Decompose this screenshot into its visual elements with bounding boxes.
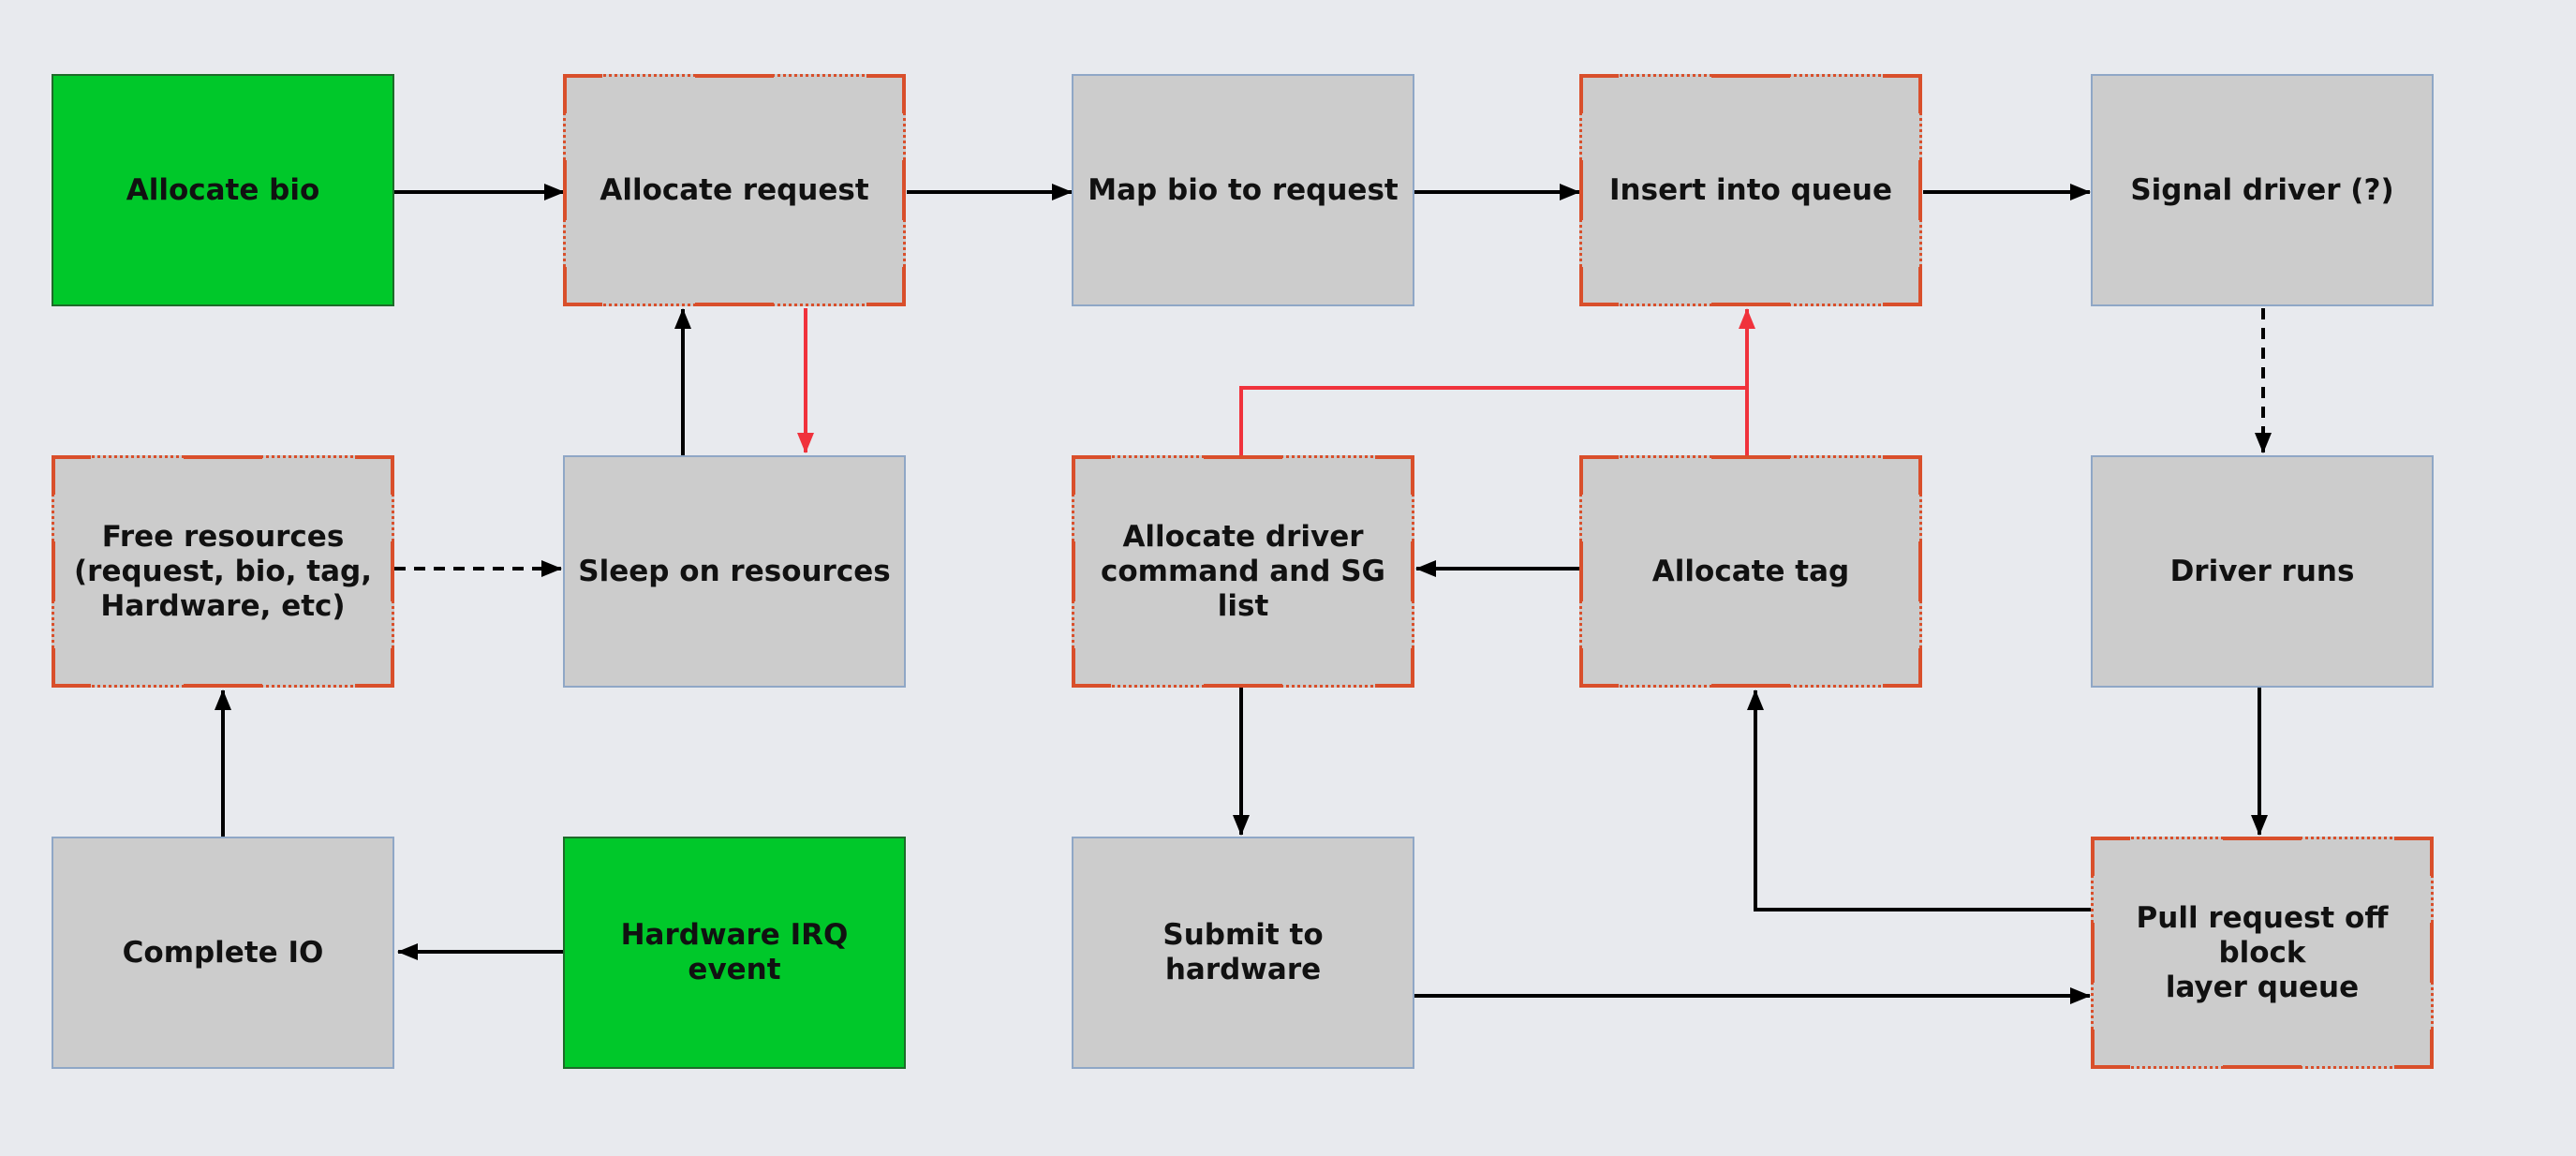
node-allocate-tag: Allocate tag bbox=[1579, 455, 1922, 688]
node-label: Complete IO bbox=[122, 935, 324, 970]
node-label: Pull request off block layer queue bbox=[2136, 900, 2389, 1004]
node-submit-to-hardware: Submit to hardware bbox=[1072, 837, 1414, 1069]
node-allocate-request: Allocate request bbox=[563, 74, 906, 306]
node-label: Hardware IRQ event bbox=[620, 918, 849, 986]
arrow-pull-to-tag bbox=[1747, 689, 2091, 911]
node-allocate-bio: Allocate bio bbox=[52, 74, 394, 306]
node-label: Allocate request bbox=[600, 172, 869, 207]
node-label: Insert into queue bbox=[1609, 172, 1892, 207]
node-allocate-driver-command: Allocate driver command and SG list bbox=[1072, 455, 1414, 688]
node-label: Signal driver (?) bbox=[2130, 172, 2394, 207]
node-signal-driver: Signal driver (?) bbox=[2091, 74, 2434, 306]
node-complete-io: Complete IO bbox=[52, 837, 394, 1069]
node-label: Map bio to request bbox=[1088, 172, 1399, 207]
node-map-bio-to-request: Map bio to request bbox=[1072, 74, 1414, 306]
node-pull-request-off-queue: Pull request off block layer queue bbox=[2091, 837, 2434, 1069]
node-insert-into-queue: Insert into queue bbox=[1579, 74, 1922, 306]
node-label: Sleep on resources bbox=[578, 554, 891, 588]
arrow-driver-cmd-to-insert bbox=[1239, 386, 1747, 455]
node-label: Submit to hardware bbox=[1162, 918, 1324, 986]
node-sleep-on-resources: Sleep on resources bbox=[563, 455, 906, 688]
node-label: Driver runs bbox=[2169, 554, 2355, 588]
node-label: Allocate bio bbox=[126, 172, 320, 207]
node-label: Allocate driver command and SG list bbox=[1101, 519, 1385, 623]
node-driver-runs: Driver runs bbox=[2091, 455, 2434, 688]
node-free-resources: Free resources (request, bio, tag, Hardw… bbox=[52, 455, 394, 688]
node-hardware-irq-event: Hardware IRQ event bbox=[563, 837, 906, 1069]
node-label: Allocate tag bbox=[1651, 554, 1850, 588]
node-label: Free resources (request, bio, tag, Hardw… bbox=[74, 519, 372, 623]
